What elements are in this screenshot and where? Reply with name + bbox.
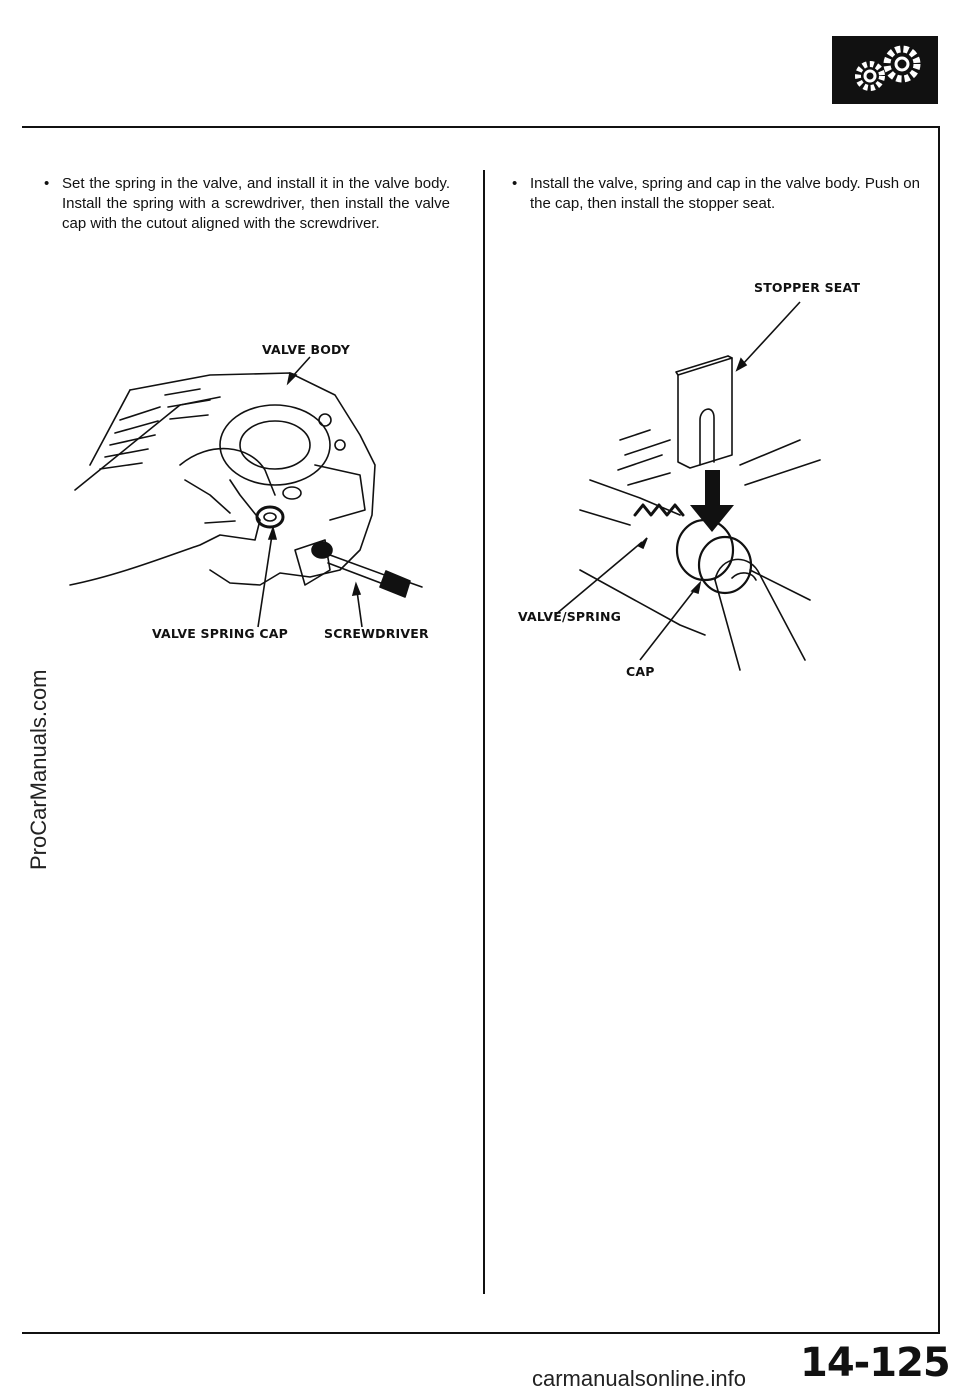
bottom-watermark: carmanualsonline.info xyxy=(532,1366,747,1391)
label-valve-spring: VALVE/SPRING xyxy=(518,609,622,624)
right-instruction: • Install the valve, spring and cap in t… xyxy=(512,174,920,214)
left-instruction: • Set the spring in the valve, and insta… xyxy=(44,174,450,234)
label-screwdriver: SCREWDRIVER xyxy=(324,626,429,641)
bullet-mark: • xyxy=(44,175,50,192)
page-number: 14-125 xyxy=(800,1340,951,1386)
label-valve-body: VALVE BODY xyxy=(262,342,350,357)
valve-body-illustration xyxy=(69,356,423,628)
right-rule xyxy=(938,126,940,1334)
top-rule xyxy=(22,126,940,128)
bottom-rule xyxy=(22,1332,940,1334)
stopper-seat-illustration xyxy=(554,301,821,671)
right-instruction-text: Install the valve, spring and cap in the… xyxy=(530,175,920,212)
label-cap: CAP xyxy=(626,664,655,679)
gears-icon xyxy=(832,36,938,104)
column-divider xyxy=(483,170,485,1294)
label-stopper-seat: STOPPER SEAT xyxy=(754,280,861,295)
bullet-mark: • xyxy=(512,175,518,192)
label-valve-spring-cap: VALVE SPRING CAP xyxy=(152,626,289,641)
side-watermark: ProCarManuals.com xyxy=(26,669,51,870)
left-instruction-text: Set the spring in the valve, and install… xyxy=(62,175,450,232)
